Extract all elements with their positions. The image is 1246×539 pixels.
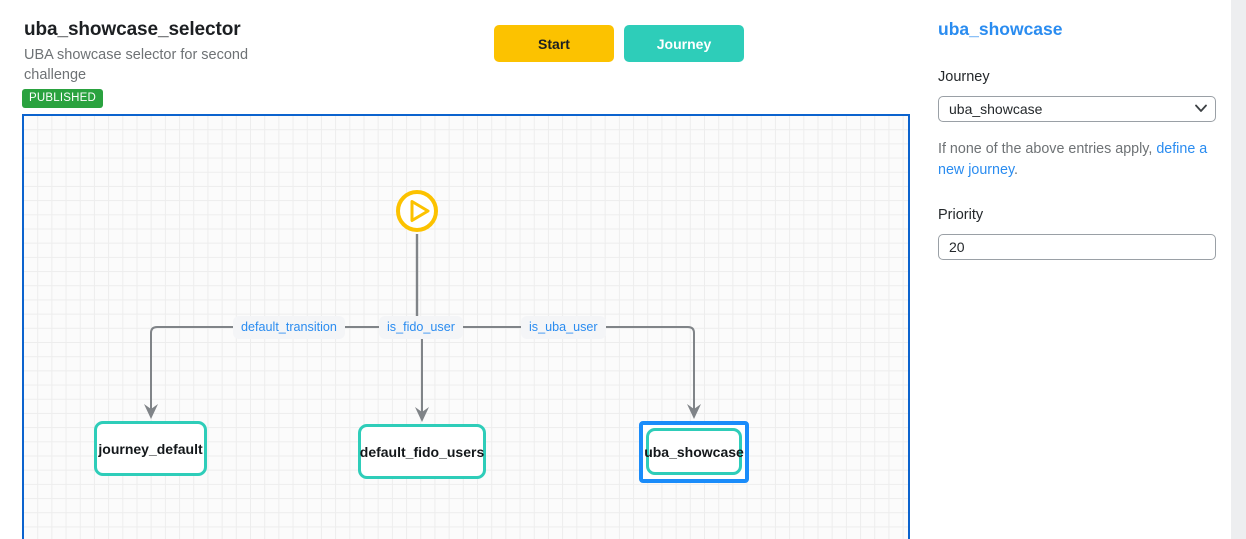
sidebar-title: uba_showcase (938, 19, 1063, 39)
page-subtitle: UBA showcase selector for second challen… (24, 47, 249, 83)
properties-sidebar: uba_showcase Journey uba_showcase If non… (938, 0, 1231, 539)
edge-label-default-transition[interactable]: default_transition (233, 316, 345, 339)
define-new-journey-link[interactable]: define a new journey (938, 141, 1208, 178)
flow-node-journey-default[interactable]: journey_default (94, 421, 207, 476)
start-node[interactable] (394, 188, 440, 234)
play-icon (396, 190, 438, 232)
journey-button[interactable]: Journey (624, 25, 744, 62)
journey-hint-prefix: If none of the above entries apply, (938, 141, 1157, 157)
journey-select[interactable]: uba_showcase (938, 96, 1216, 122)
priority-field-label: Priority (938, 207, 984, 223)
edge-label-is-uba-user[interactable]: is_uba_user (521, 316, 606, 339)
flow-canvas[interactable]: default_transition is_fido_user is_uba_u… (22, 114, 910, 539)
flow-canvas-inner: default_transition is_fido_user is_uba_u… (24, 116, 908, 537)
journey-field-label: Journey (938, 69, 990, 85)
journey-select-wrapper: uba_showcase (938, 96, 1216, 122)
priority-input[interactable] (938, 234, 1216, 260)
status-badge: PUBLISHED (22, 89, 103, 108)
edge-label-is-fido-user[interactable]: is_fido_user (379, 316, 463, 339)
flow-node-default-fido-users[interactable]: default_fido_users (358, 424, 486, 479)
start-button[interactable]: Start (494, 25, 614, 62)
page-title: uba_showcase_selector (24, 19, 241, 40)
journey-hint-suffix: . (1014, 162, 1019, 178)
flow-node-uba-showcase[interactable]: uba_showcase (644, 428, 744, 475)
journey-hint: If none of the above entries apply, defi… (938, 139, 1220, 181)
